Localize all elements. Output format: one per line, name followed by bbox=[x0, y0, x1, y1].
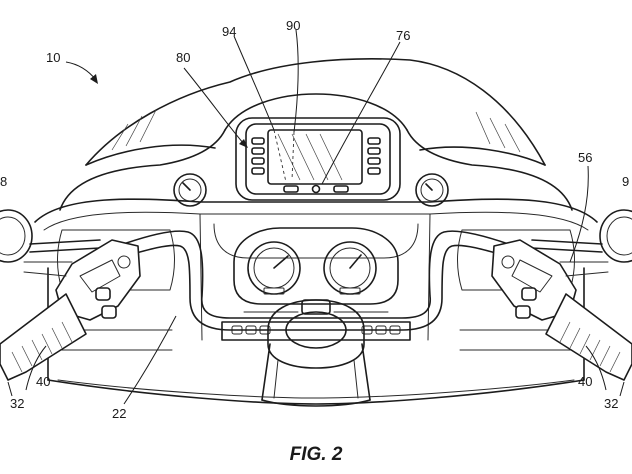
label-32-left: 32 bbox=[10, 396, 24, 411]
instrument-cluster bbox=[233, 227, 399, 315]
label-40-left: 40 bbox=[36, 374, 50, 389]
windshield bbox=[85, 58, 546, 166]
label-76: 76 bbox=[396, 28, 410, 43]
left-switch-housing bbox=[23, 239, 141, 321]
right-button-column bbox=[367, 137, 381, 175]
label-80: 80 bbox=[176, 50, 190, 65]
steering-head bbox=[261, 299, 371, 407]
figure-caption: FIG. 2 bbox=[290, 444, 343, 465]
label-90: 90 bbox=[286, 18, 300, 33]
label-94: 94 bbox=[222, 24, 236, 39]
label-40-right: 40 bbox=[578, 374, 592, 389]
small-gauges bbox=[173, 173, 449, 207]
display-module bbox=[235, 117, 401, 201]
left-button-column bbox=[251, 137, 265, 175]
label-32-right: 32 bbox=[604, 396, 618, 411]
right-grip bbox=[545, 293, 632, 381]
right-switch-housing bbox=[491, 239, 609, 321]
reference-numerals: 10 8 9 80 94 90 76 56 22 40 32 40 32 bbox=[0, 18, 629, 421]
label-22: 22 bbox=[112, 406, 126, 421]
label-10: 10 bbox=[46, 50, 60, 65]
right-mirror bbox=[531, 209, 632, 263]
leader-lines bbox=[7, 29, 625, 405]
left-mirror bbox=[0, 209, 101, 263]
label-56: 56 bbox=[578, 150, 592, 165]
left-grip bbox=[0, 293, 87, 381]
switch-bank bbox=[221, 321, 411, 341]
label-9: 9 bbox=[622, 174, 629, 189]
handlebar bbox=[114, 230, 518, 331]
label-8: 8 bbox=[0, 174, 7, 189]
